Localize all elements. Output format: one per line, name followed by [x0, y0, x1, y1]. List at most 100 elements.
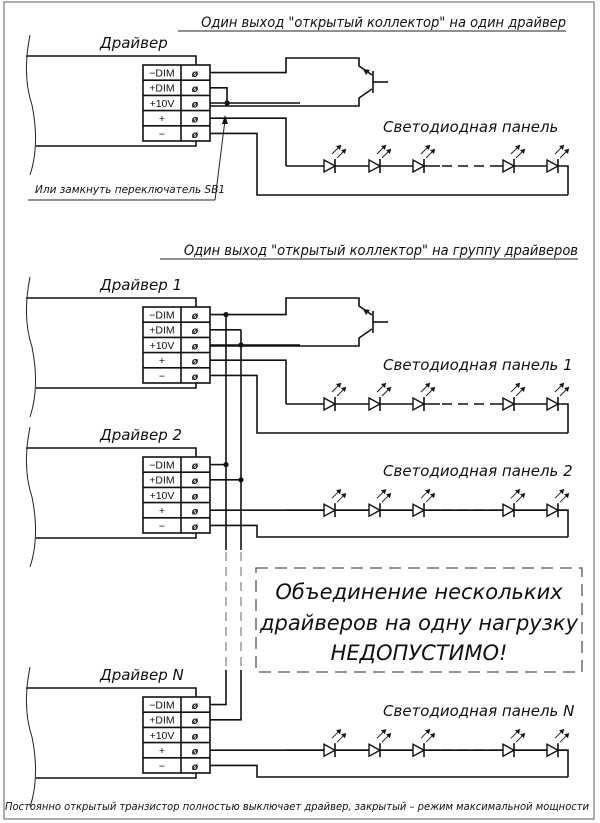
light-arrow-head [515, 489, 520, 495]
light-arrow-head [336, 729, 341, 735]
terminal-label: + [159, 355, 165, 367]
led-icon [412, 396, 426, 412]
transistor-emitter-wire [210, 88, 373, 107]
light-arrow-head [564, 493, 569, 499]
terminal-screw-icon: ø [192, 715, 199, 727]
light-arrow-head [559, 729, 564, 735]
light-arrow-head [515, 145, 520, 150]
driver-body-top [26, 297, 197, 307]
light-arrow-head [559, 489, 564, 495]
led-icon [502, 396, 516, 412]
terminal-label: +10V [150, 340, 175, 352]
driver-label: Драйвер [99, 34, 168, 52]
plus-wire [210, 117, 287, 166]
led-icon [323, 503, 337, 518]
driver-body-break [25, 426, 37, 568]
terminal-screw-icon: ø [192, 325, 199, 337]
terminal-label: − [159, 370, 165, 382]
light-arrow-head [381, 729, 386, 735]
light-arrow-head [430, 733, 435, 739]
led-icon [546, 158, 560, 174]
light-arrow-head [520, 387, 525, 392]
led-wire [492, 403, 569, 433]
switch-note: Или замкнуть переключатель SB1 [35, 184, 225, 196]
led-icon [323, 743, 337, 758]
light-arrow-head [341, 149, 346, 154]
light-arrow-head [559, 145, 564, 150]
terminal-label: +10V [150, 490, 175, 502]
led-wire [492, 509, 569, 537]
led-icon [368, 396, 382, 412]
terminal-label: − [159, 760, 165, 772]
section1-title: Один выход "открытый коллектор" на один … [201, 15, 566, 31]
driver-body-bottom [36, 383, 197, 389]
led-icon [323, 396, 337, 412]
light-arrow-head [341, 493, 346, 499]
section2-title: Один выход "открытый коллектор" на групп… [184, 243, 578, 259]
light-arrow-head [520, 733, 525, 739]
led-icon [323, 158, 337, 174]
driver-body-break [25, 34, 37, 176]
driver-body-top [26, 447, 197, 457]
led-wire [492, 165, 569, 195]
terminal-screw-icon: ø [192, 83, 199, 95]
led-icon [412, 158, 426, 174]
terminal-label: + [159, 505, 165, 517]
terminal-label: − [159, 520, 165, 532]
led-panel-label: Светодиодная панель 1 [383, 356, 573, 374]
driver-body-bottom [36, 533, 197, 539]
led-panel-label: Светодиодная панель [383, 118, 558, 136]
led-icon [546, 743, 560, 758]
terminal-label: −DIM [149, 460, 174, 472]
terminal-label: −DIM [149, 700, 174, 712]
minus-wire [210, 374, 568, 434]
led-icon [368, 158, 382, 174]
led-icon [546, 503, 560, 518]
light-arrow-head [386, 733, 391, 739]
terminal-label: +DIM [149, 83, 174, 95]
warning-line-2: драйверов на одну нагрузку [259, 611, 579, 635]
terminal-label: +DIM [149, 325, 174, 337]
driver-label: Драйвер N [99, 666, 184, 684]
page-frame [3, 1, 595, 820]
light-arrow-head [430, 493, 435, 499]
led-icon [546, 396, 560, 412]
led-panel-label: Светодиодная панель 2 [383, 462, 573, 480]
light-arrow-head [341, 387, 346, 392]
light-arrow-head [425, 729, 430, 735]
led-icon [412, 743, 426, 758]
light-arrow-head [430, 149, 435, 154]
terminal-screw-icon: ø [192, 460, 199, 472]
light-arrow-head [564, 387, 569, 392]
driver-body-bottom [36, 773, 197, 779]
terminal-screw-icon: ø [192, 340, 199, 352]
driver-label: Драйвер 1 [99, 276, 182, 294]
driver-body-bottom [36, 141, 197, 147]
light-arrow-head [425, 489, 430, 495]
minus-wire [210, 524, 568, 538]
light-arrow-head [425, 383, 430, 388]
terminal-label: +10V [150, 98, 175, 110]
light-arrow-head [386, 493, 391, 499]
led-icon [502, 158, 516, 174]
terminal-screw-icon: ø [192, 129, 199, 141]
dim-plus-wire [210, 670, 242, 721]
terminal-label: +10V [150, 730, 175, 742]
light-arrow-head [341, 733, 346, 739]
terminal-block [142, 456, 211, 534]
terminal-screw-icon: ø [192, 310, 199, 322]
terminal-screw-icon: ø [192, 371, 199, 383]
light-arrow-head [381, 145, 386, 150]
terminal-block [142, 696, 211, 774]
transistor-emitter-wire [210, 328, 373, 347]
led-icon [368, 503, 382, 518]
light-arrow-head [515, 729, 520, 735]
terminal-screw-icon: ø [192, 490, 199, 502]
terminal-screw-icon: ø [192, 356, 199, 368]
terminal-screw-icon: ø [192, 761, 199, 773]
light-arrow-head [381, 383, 386, 388]
light-arrow-head [520, 493, 525, 499]
